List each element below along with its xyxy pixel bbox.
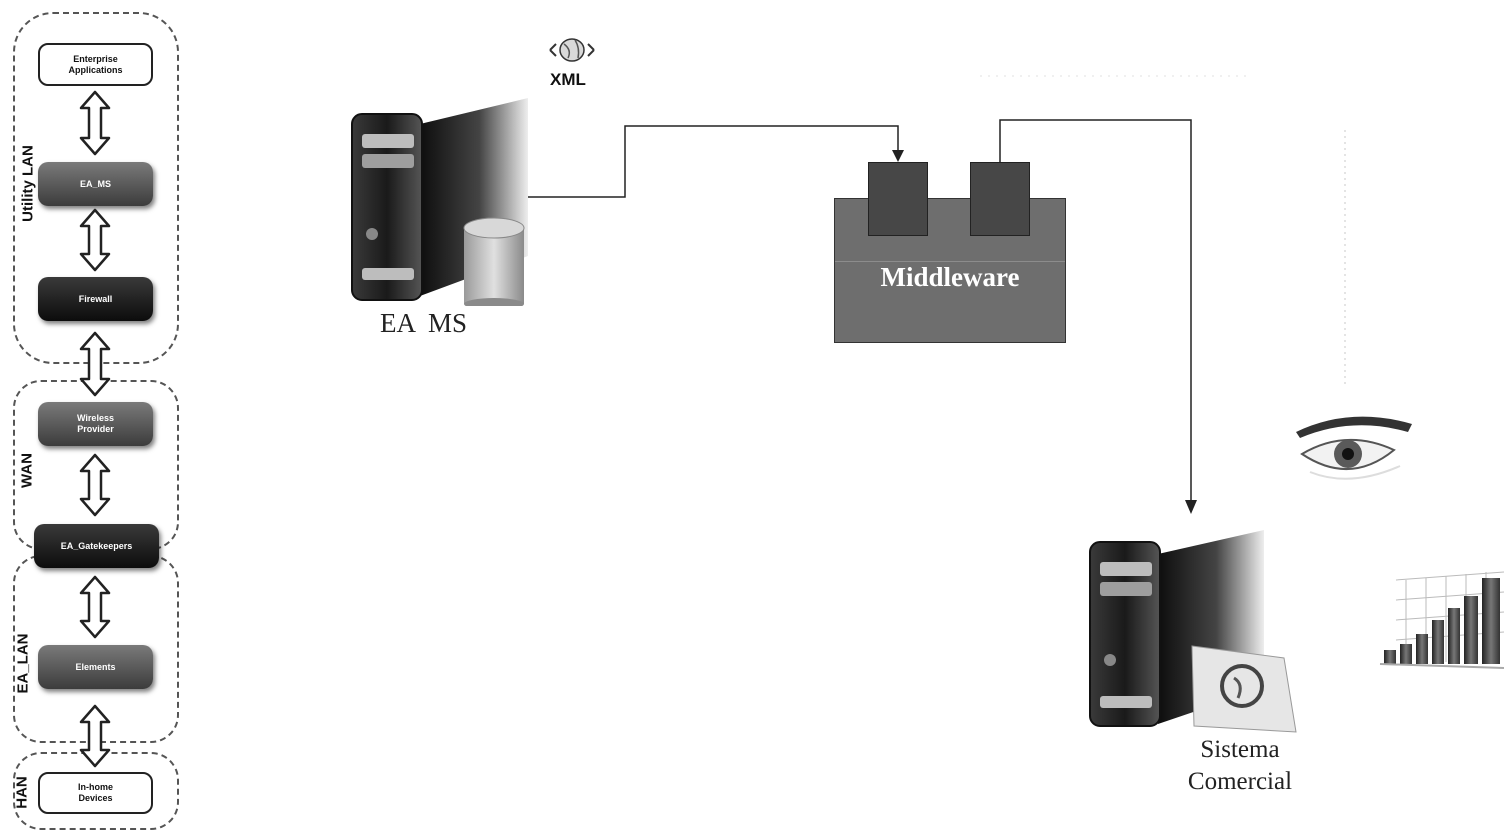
node-label: EA_MS xyxy=(79,178,111,189)
node-label: EA_Gatekeepers xyxy=(60,540,133,551)
server-icon xyxy=(351,98,528,306)
connector-eams-to-middleware xyxy=(528,125,899,198)
server-icon xyxy=(1089,530,1297,733)
double-arrow-icon xyxy=(79,704,111,768)
node-label: Elements xyxy=(75,661,116,672)
middleware-label: Middleware xyxy=(880,262,1020,292)
sistema-comercial-label: Sistema Comercial xyxy=(1150,734,1330,798)
arrowhead-icon xyxy=(1185,500,1197,514)
double-arrow-icon xyxy=(79,575,111,639)
arrowhead-icon xyxy=(892,150,904,162)
sistema-label-line1: Sistema xyxy=(1200,736,1280,763)
bar-graph-icon xyxy=(1379,571,1504,669)
node-ea-gatekeepers: EA_Gatekeepers xyxy=(34,524,159,568)
node-enterprise-applications: Enterprise Applications xyxy=(38,43,153,86)
eye-icon xyxy=(1296,416,1412,480)
node-label: In-home Devices xyxy=(78,782,113,803)
middleware-port-right xyxy=(970,162,1030,236)
globe-icon xyxy=(549,38,595,62)
middleware-divider xyxy=(835,261,1065,262)
node-label: Enterprise Applications xyxy=(68,53,123,75)
xml-label: XML xyxy=(550,70,586,89)
node-elements: Elements xyxy=(38,645,153,689)
node-in-home-devices: In-home Devices xyxy=(38,772,153,814)
double-arrow-icon xyxy=(79,90,111,156)
connector-middleware-to-sistema xyxy=(999,119,1192,500)
node-wireless-provider: Wireless Provider xyxy=(38,402,153,446)
node-label: Firewall xyxy=(78,293,113,304)
middleware-port-left xyxy=(868,162,928,236)
sistema-label-line2: Comercial xyxy=(1187,768,1293,795)
node-ea-ms: EA_MS xyxy=(38,162,153,206)
ea-ms-label: EA MS xyxy=(380,308,468,338)
double-arrow-icon xyxy=(79,453,111,517)
node-firewall: Firewall xyxy=(38,277,153,321)
double-arrow-icon xyxy=(79,208,111,272)
node-label: Wireless Provider xyxy=(77,413,114,434)
double-arrow-icon xyxy=(79,331,111,397)
